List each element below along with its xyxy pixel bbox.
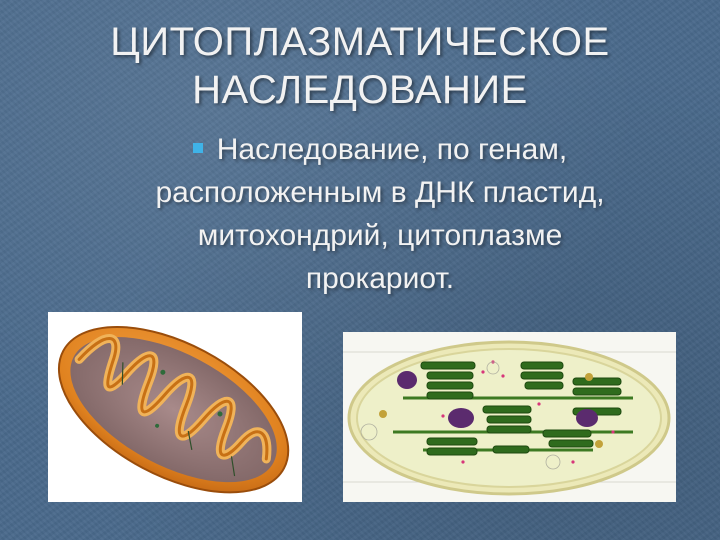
- mitochondrion-image: [48, 312, 302, 502]
- slide-title: ЦИТОПЛАЗМАТИЧЕСКОЕ НАСЛЕДОВАНИЕ: [0, 18, 720, 114]
- bullet-line-1-text: Наследование, по генам,: [216, 133, 568, 166]
- title-line-2: НАСЛЕДОВАНИЕ: [192, 68, 528, 112]
- bullet-line-2: расположенным в ДНК пластид,: [155, 176, 605, 209]
- chloroplast-icon: [343, 340, 676, 496]
- bullet-line-3: митохондрий, цитоплазме: [197, 219, 563, 252]
- bullet-square-icon: [192, 143, 203, 153]
- title-line-1: ЦИТОПЛАЗМАТИЧЕСКОЕ: [110, 20, 610, 64]
- chloroplast-image: [343, 332, 676, 502]
- bullet-line-1: Наследование, по генам,: [100, 128, 660, 171]
- mitochondrion-icon: [57, 325, 290, 494]
- bullet-line-4: прокариот.: [305, 262, 455, 295]
- bullet-text: Наследование, по генам, расположенным в …: [100, 128, 660, 300]
